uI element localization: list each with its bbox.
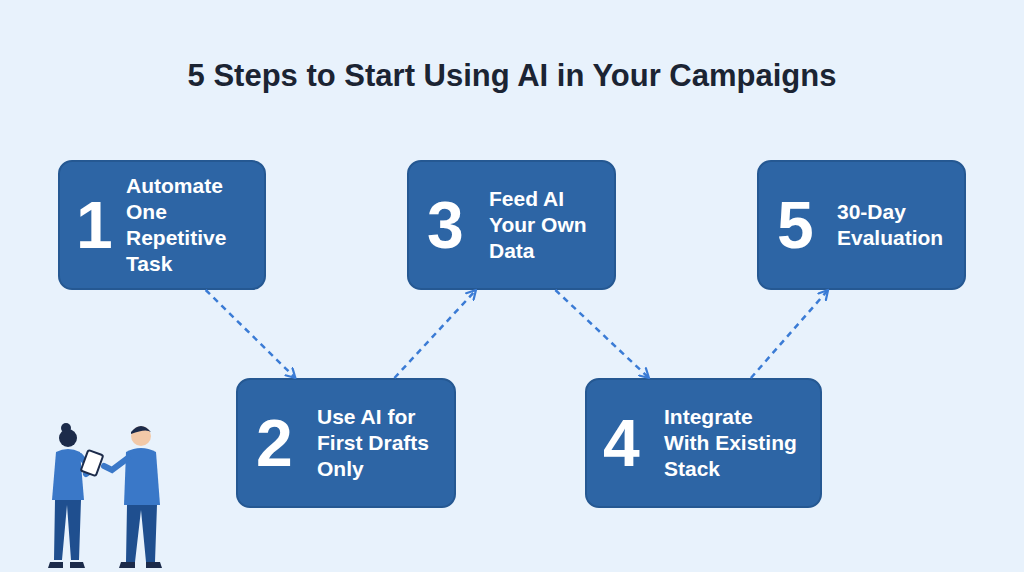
dashed-arrow (206, 290, 296, 378)
step-box: 3Feed AI Your Own Data (407, 160, 616, 290)
step-number: 3 (427, 192, 489, 258)
step-box: 1Automate One Repetitive Task (58, 160, 266, 290)
step-label: Use AI for First Drafts Only (317, 404, 442, 482)
person-figure (104, 426, 162, 568)
step-label: Integrate With Existing Stack (664, 404, 802, 482)
step-label: Automate One Repetitive Task (126, 173, 251, 277)
step-number: 4 (603, 410, 664, 476)
step-box: 530-Day Evaluation (757, 160, 966, 290)
step-box: 2Use AI for First Drafts Only (236, 378, 456, 508)
step-label: Feed AI Your Own Data (489, 186, 607, 264)
dashed-arrow (394, 290, 476, 378)
dashed-arrow (555, 290, 649, 378)
step-box: 4Integrate With Existing Stack (585, 378, 822, 508)
step-number: 1 (76, 192, 126, 258)
person-figure (48, 423, 103, 568)
diagram-title: 5 Steps to Start Using AI in Your Campai… (0, 56, 1024, 96)
step-label: 30-Day Evaluation (837, 199, 959, 251)
dashed-arrow (751, 290, 828, 378)
step-number: 2 (256, 410, 317, 476)
step-number: 5 (777, 192, 837, 258)
